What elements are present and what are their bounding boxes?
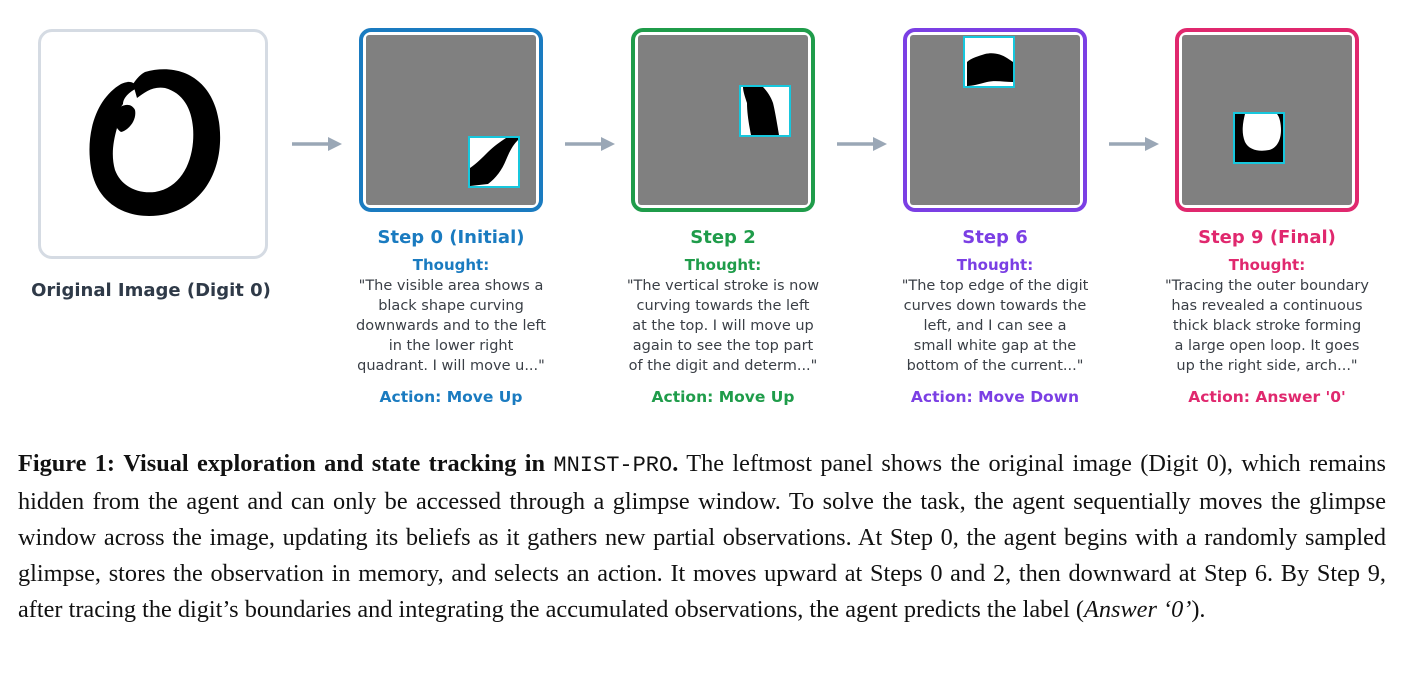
thought-line: "The vertical stroke is now: [626, 278, 820, 294]
thought-line: thick black stroke forming: [1172, 318, 1362, 334]
caption-line: the task, the agent sequentially moves t…: [18, 488, 1386, 551]
step-title: Step 6: [962, 227, 1028, 248]
caption-bold-text: Visual exploration and state tracking in: [123, 450, 546, 477]
step-6-panel: [903, 28, 1087, 212]
caption-label: Figure 1:: [18, 450, 115, 477]
caption-tail: ).: [1191, 596, 1206, 623]
arrow-right-icon: [565, 137, 615, 151]
glimpse-window: [739, 85, 791, 137]
glimpse-window: [963, 36, 1015, 88]
thought-line: small white gap at the: [913, 338, 1077, 354]
thought-line: "Tracing the outer boundary: [1165, 278, 1369, 294]
glimpse-window: [468, 136, 520, 188]
caption-dataset-name: MNIST-PRO: [553, 453, 673, 478]
step-2-panel: [631, 28, 815, 212]
thought-label: Thought:: [412, 256, 490, 274]
action-label: Action: Move Up: [379, 388, 523, 406]
thought-line: "The visible area shows a: [358, 278, 544, 294]
thought-line: "The top edge of the digit: [901, 278, 1089, 294]
action-label: Action: Answer '0': [1188, 388, 1346, 406]
thought-line: has revealed a continuous: [1171, 298, 1363, 314]
thought-line: at the top. I will move up: [632, 318, 814, 334]
glimpse-canvas: [638, 35, 808, 205]
step-6-description: Step 6 Thought: "The top edge of the dig…: [875, 226, 1115, 406]
step-0-description: Step 0 (Initial) Thought: "The visible a…: [331, 226, 571, 406]
thought-text: "The top edge of the digit curves down t…: [875, 276, 1115, 376]
thought-line: up the right side, arch...": [1176, 358, 1358, 374]
caption-italic-answer: Answer ‘0’: [1084, 596, 1192, 623]
arrow-right-icon: [1109, 137, 1159, 151]
caption-line: new partial observations. At Step 0, the…: [18, 524, 1387, 587]
caption-bold-period: .: [672, 450, 679, 477]
thought-line: black shape curving: [378, 298, 524, 314]
thought-line: left, and I can see a: [923, 318, 1067, 334]
thought-line: again to see the top part: [632, 338, 814, 354]
glimpse-canvas: [366, 35, 536, 205]
action-label: Action: Move Up: [651, 388, 795, 406]
original-image-caption: Original Image (Digit 0): [31, 280, 271, 301]
glimpse-canvas: [1182, 35, 1352, 205]
glimpse-window: [1233, 112, 1285, 164]
thought-line: downwards and to the left: [356, 318, 546, 334]
thought-line: of the digit and determ...": [628, 358, 818, 374]
glimpse-canvas: [910, 35, 1080, 205]
thought-line: a large open loop. It goes: [1174, 338, 1360, 354]
thought-label: Thought:: [1228, 256, 1306, 274]
figure-caption: Figure 1: Visual exploration and state t…: [18, 446, 1386, 628]
caption-line: memory, and selects an action. It moves …: [18, 560, 1386, 623]
caption-line: The leftmost panel shows the original im…: [678, 450, 1132, 477]
thought-line: bottom of the current...": [906, 358, 1084, 374]
arrow-right-icon: [837, 137, 887, 151]
arrow-right-icon: [292, 137, 342, 151]
original-image-panel: [38, 29, 268, 259]
action-label: Action: Move Down: [910, 388, 1080, 406]
thought-line: curving towards the left: [636, 298, 810, 314]
caption-line: (Digit 0), which remains hidden from the…: [18, 450, 1386, 515]
thought-text: "The visible area shows a black shape cu…: [331, 276, 571, 376]
step-0-panel: [359, 28, 543, 212]
thought-label: Thought:: [684, 256, 762, 274]
step-title: Step 9 (Final): [1198, 227, 1336, 248]
thought-line: in the lower right: [388, 338, 514, 354]
step-9-description: Step 9 (Final) Thought: "Tracing the out…: [1147, 226, 1387, 406]
thought-text: "The vertical stroke is now curving towa…: [603, 276, 843, 376]
step-2-description: Step 2 Thought: "The vertical stroke is …: [603, 226, 843, 406]
thought-line: quadrant. I will move u...": [357, 358, 545, 374]
thought-label: Thought:: [956, 256, 1034, 274]
caption-line: the digit’s boundaries and integrating t…: [142, 596, 1085, 623]
thought-text: "Tracing the outer boundary has revealed…: [1147, 276, 1387, 376]
thought-line: curves down towards the: [903, 298, 1087, 314]
digit-zero-image: [89, 69, 221, 217]
step-9-panel: [1175, 28, 1359, 212]
step-title: Step 2: [690, 227, 756, 248]
step-title: Step 0 (Initial): [377, 227, 525, 248]
